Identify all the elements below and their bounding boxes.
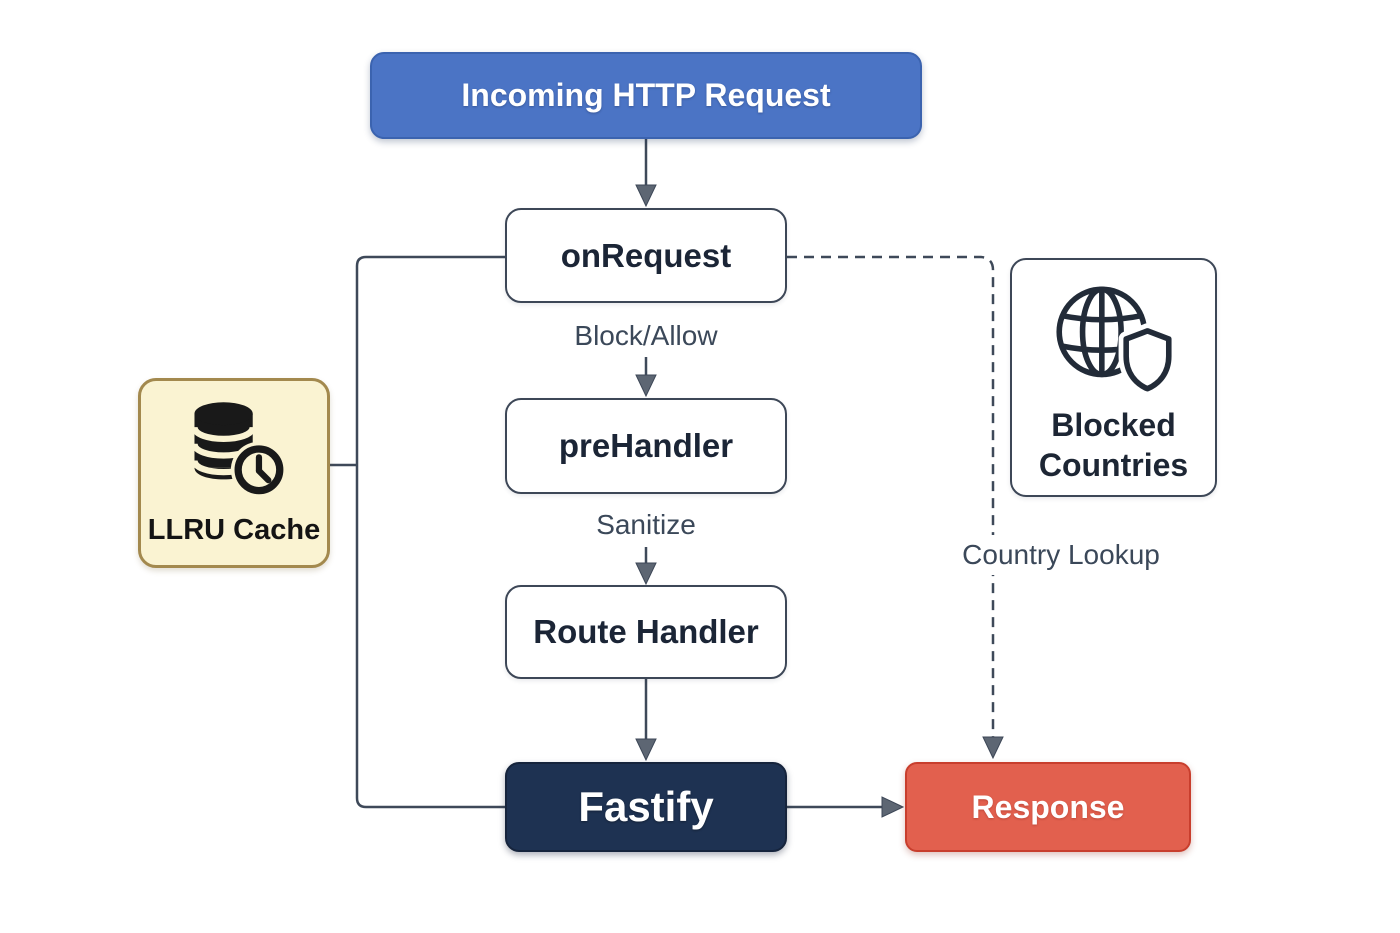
edge-label-country-lookup: Country Lookup (952, 535, 1170, 575)
arrowhead-route (635, 562, 657, 586)
node-fastify: Fastify (505, 762, 787, 852)
edge-country-lookup-dashed (787, 255, 995, 739)
arrowhead-fastify (635, 738, 657, 762)
node-prehandler: preHandler (505, 398, 787, 494)
node-prehandler-label: preHandler (558, 427, 734, 464)
arrowhead-response-top (982, 736, 1004, 760)
node-llru-cache: LLRU Cache (138, 378, 330, 568)
node-blocked-countries: Blocked Countries (1010, 258, 1217, 497)
node-route-handler-label: Route Handler (533, 613, 759, 650)
node-blocked-countries-label: Blocked Countries (1038, 407, 1189, 483)
node-fastify-label: Fastify (578, 783, 714, 830)
node-onrequest-label: onRequest (560, 236, 732, 274)
node-response-label: Response (971, 788, 1125, 825)
node-incoming-http-request: Incoming HTTP Request (370, 52, 922, 139)
edge-label-sanitize: Sanitize (596, 509, 696, 540)
node-route-handler: Route Handler (505, 585, 787, 679)
arrowhead-response-right (881, 796, 905, 818)
database-clock-icon (178, 397, 290, 506)
arrowhead-onrequest (635, 184, 657, 208)
edge-label-block-allow: Block/Allow (574, 320, 718, 351)
edge-llru-bracket (355, 255, 505, 809)
arrowhead-prehandler (635, 374, 657, 398)
node-response: Response (905, 762, 1191, 852)
node-llru-cache-label: LLRU Cache (147, 514, 321, 546)
node-incoming-label: Incoming HTTP Request (461, 77, 831, 113)
globe-shield-icon (1043, 280, 1185, 401)
node-onrequest: onRequest (505, 208, 787, 303)
